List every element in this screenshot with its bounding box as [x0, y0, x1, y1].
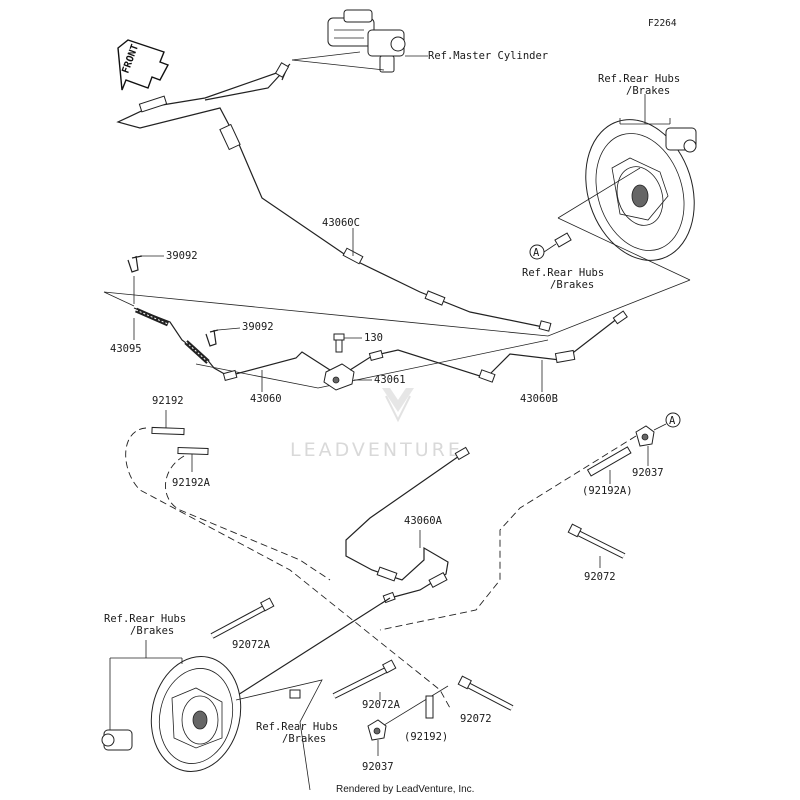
- part-130: 130: [364, 332, 383, 344]
- part-43060: 43060: [250, 393, 282, 405]
- diagram-code: F2264: [648, 18, 677, 29]
- ref-rear-hubs-top-line2: /Brakes: [626, 85, 670, 97]
- clip-39092-upper-icon: [127, 255, 143, 273]
- ref-rear-hubs-mid-line2: /Brakes: [550, 279, 594, 291]
- part-92192A-paren: (92192A): [582, 485, 633, 497]
- bolt-130-icon: [333, 333, 345, 353]
- credit-text: Rendered by LeadVenture, Inc.: [336, 784, 474, 795]
- sleeve-92192A-right-icon: [586, 446, 632, 477]
- front-arrow-icon: FRONT: [117, 39, 169, 91]
- part-92072-right: 92072: [584, 571, 616, 583]
- part-92192A: 92192A: [172, 477, 211, 489]
- master-cylinder-icon: [327, 9, 406, 73]
- ref-rear-hubs-left-line1: Ref.Rear Hubs: [104, 613, 186, 625]
- cable-tie-92072-bottom-icon: [457, 675, 514, 711]
- part-39092-lower: 39092: [242, 321, 274, 333]
- callout-a-top-label: A: [533, 247, 540, 259]
- clip-39092-lower-icon: [205, 329, 219, 347]
- watermark-text: LEADVENTURE: [290, 439, 463, 461]
- clamp-92037-right-icon: [635, 425, 655, 447]
- rear-brake-drum-icon: [585, 119, 697, 261]
- ref-master-cylinder: Ref.Master Cylinder: [428, 50, 548, 62]
- part-92072A-left: 92072A: [232, 639, 271, 651]
- callout-a-right-label: A: [669, 415, 676, 427]
- cable-tie-92072A-mid-icon: [332, 659, 397, 699]
- part-92192-paren: (92192): [404, 731, 448, 743]
- rear-brake-drum-lower-icon: [101, 656, 242, 772]
- ref-rear-hubs-bottom-line2: /Brakes: [282, 733, 326, 745]
- clamp-92037-bottom-icon: [367, 719, 387, 741]
- ref-rear-hubs-top-line1: Ref.Rear Hubs: [598, 73, 680, 85]
- part-92037-right: 92037: [632, 467, 664, 479]
- junction-43061-icon: [323, 363, 355, 391]
- part-43095: 43095: [110, 343, 142, 355]
- part-92072A-mid: 92072A: [362, 699, 401, 711]
- sleeve-92192-icon: [151, 426, 209, 456]
- part-43060B: 43060B: [520, 393, 558, 405]
- part-43060C: 43060C: [322, 217, 360, 229]
- cable-tie-92072-right-icon: [567, 523, 626, 559]
- part-43060A: 43060A: [404, 515, 443, 527]
- sleeve-92192-bottom-icon: [425, 695, 434, 719]
- ref-rear-hubs-mid-line1: Ref.Rear Hubs: [522, 267, 604, 279]
- cable-tie-92072A-left-icon: [210, 597, 275, 639]
- part-43061: 43061: [374, 374, 406, 386]
- part-39092-upper: 39092: [166, 250, 198, 262]
- part-92072-bottom: 92072: [460, 713, 492, 725]
- part-92037-bottom: 92037: [362, 761, 394, 773]
- part-92192: 92192: [152, 395, 184, 407]
- callout-a-right: [665, 412, 681, 428]
- watermark: LEADVENTURE: [290, 388, 463, 461]
- ref-rear-hubs-bottom-line1: Ref.Rear Hubs: [256, 721, 338, 733]
- ref-rear-hubs-left-line2: /Brakes: [130, 625, 174, 637]
